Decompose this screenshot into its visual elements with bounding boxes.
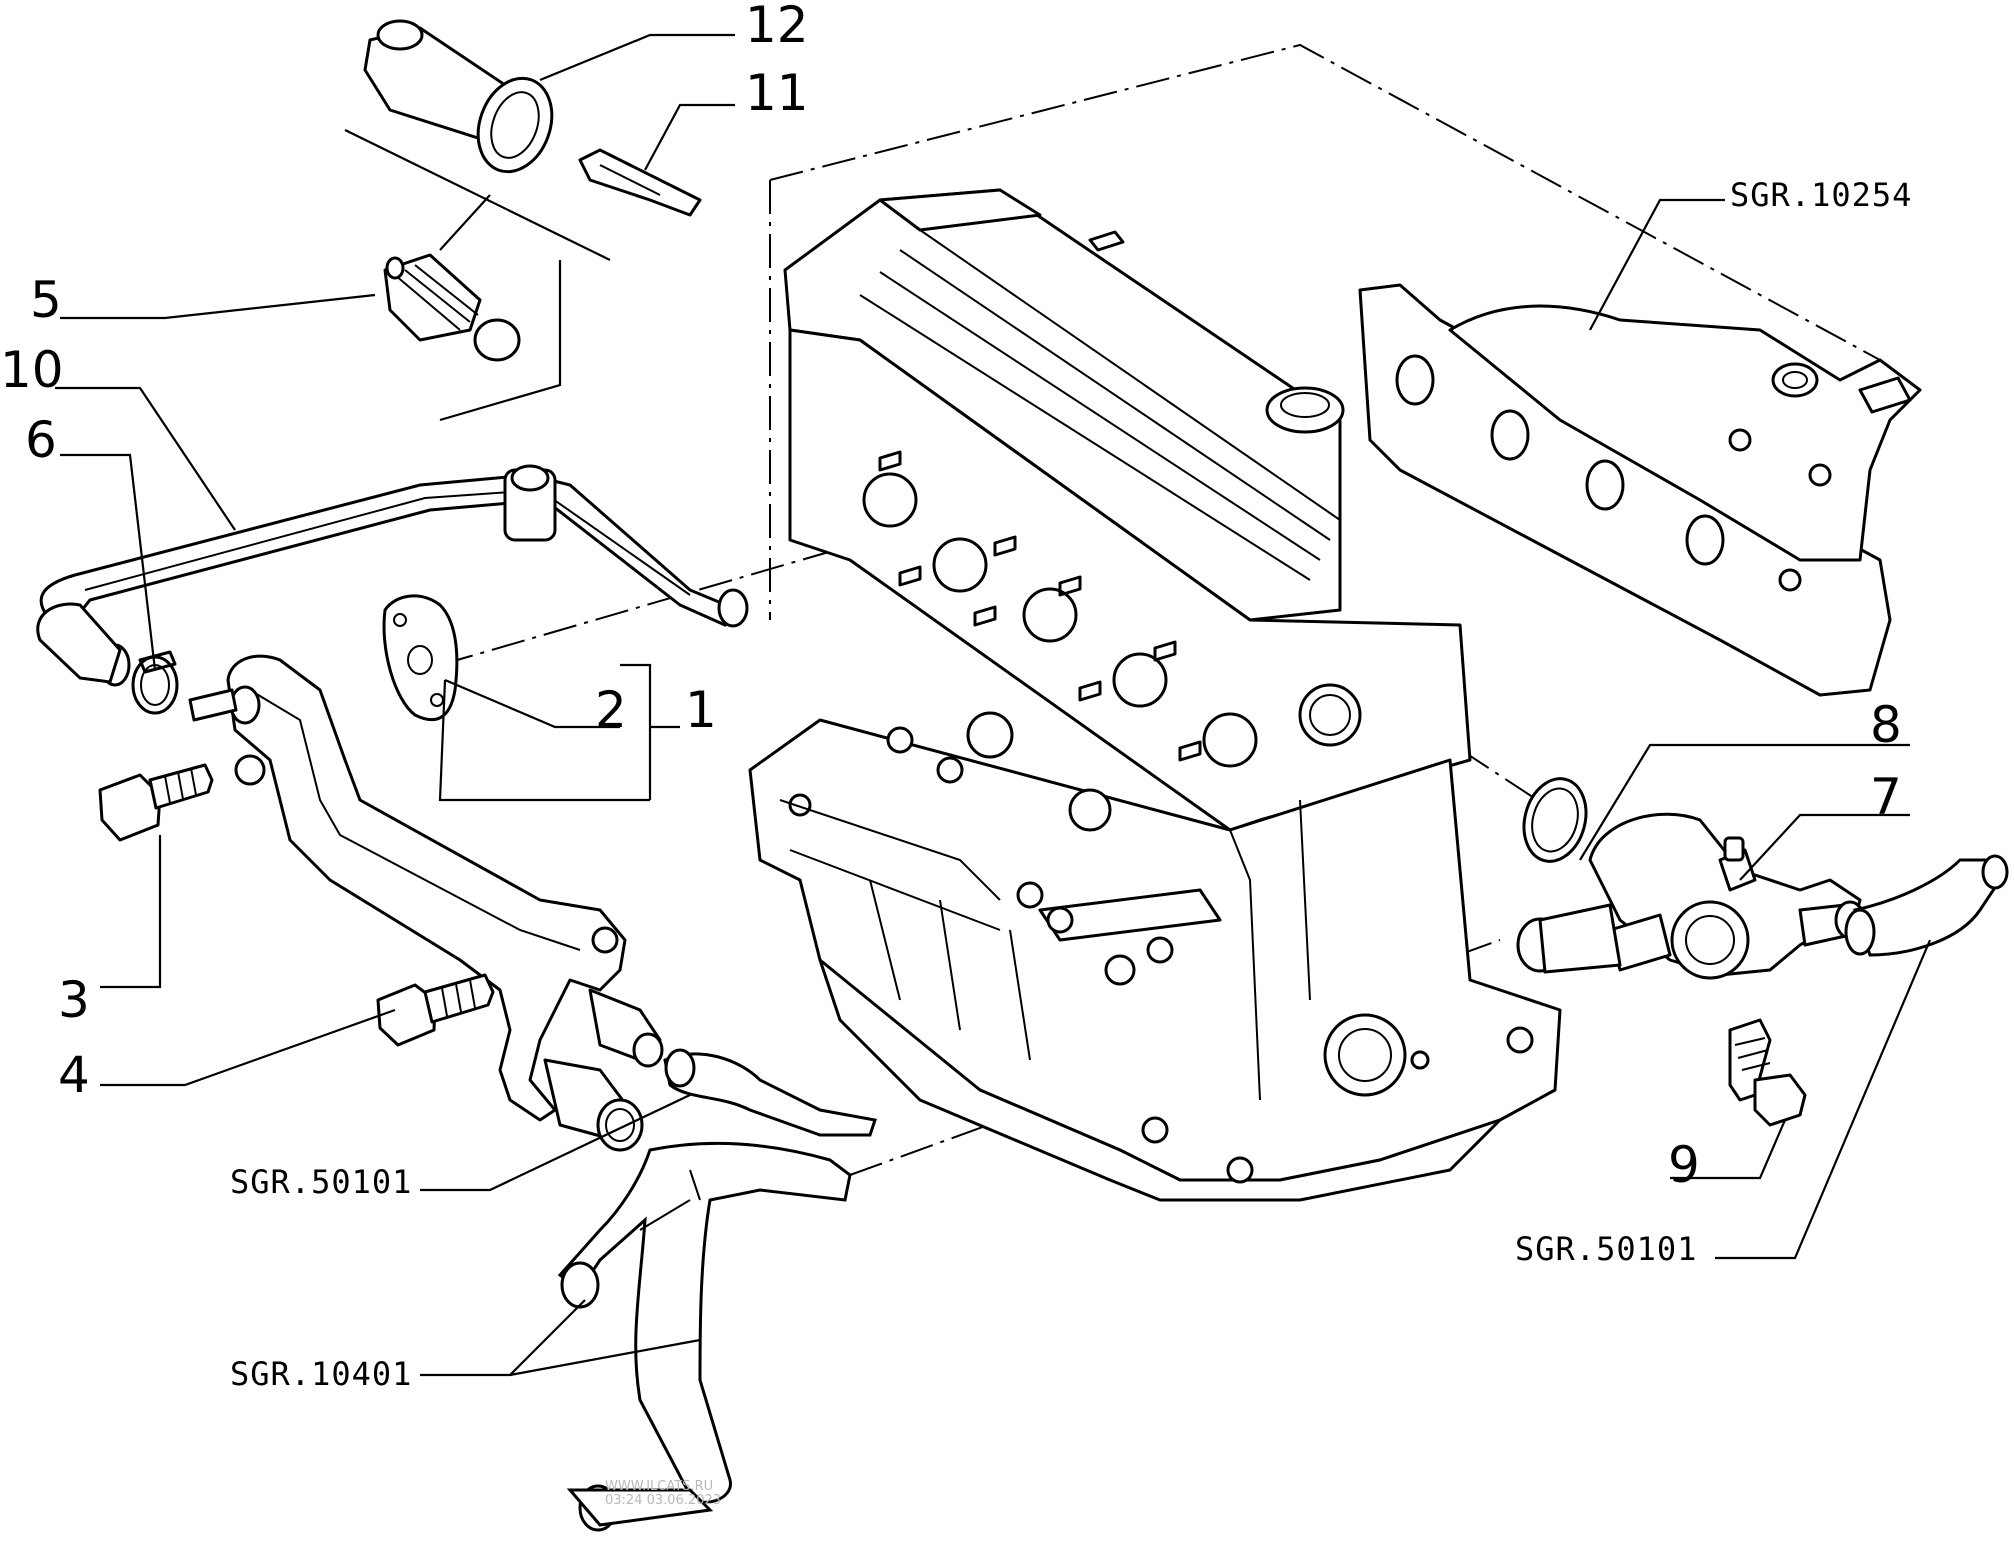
intake-manifold <box>1358 283 1922 697</box>
part-8-oring <box>1522 777 1588 863</box>
part-5-sensor <box>383 253 521 362</box>
callout-12: 12 <box>745 0 809 54</box>
watermark-site: WWW.ILCATS.RU <box>605 1479 714 1494</box>
callout-4: 4 <box>58 1046 90 1104</box>
right-hose <box>1844 854 2009 957</box>
part-7-thermostat <box>1516 812 1866 980</box>
callout-1: 1 <box>685 681 717 739</box>
callout-10: 10 <box>0 341 64 399</box>
lower-hose-left <box>663 1048 877 1137</box>
part-1-coolant-pipe <box>188 654 664 1152</box>
part-2-gasket <box>382 594 459 722</box>
callout-11: 11 <box>745 64 809 122</box>
callout-6: 6 <box>25 411 57 469</box>
callout-9: 9 <box>1668 1136 1700 1194</box>
callout-7: 7 <box>1870 768 1902 826</box>
callout-8: 8 <box>1870 696 1902 754</box>
callout-5: 5 <box>30 271 62 329</box>
leader-lines <box>55 33 1932 1377</box>
part-10-pipe <box>36 464 749 687</box>
ref-intake-manifold: SGR.10254 <box>1730 176 1913 214</box>
part-4-bolt <box>376 973 495 1047</box>
watermark-timestamp: 03:24 03.06.2023 <box>605 1493 722 1508</box>
callout-2: 2 <box>595 681 627 739</box>
engine-block <box>748 188 1562 1202</box>
callout-3: 3 <box>58 971 90 1029</box>
part-12-elbow <box>363 19 554 174</box>
part-3-bolt <box>98 763 214 842</box>
part-11-clip <box>578 148 702 217</box>
part-9-bolt <box>1728 1018 1807 1127</box>
ref-radiator-hose: SGR.10401 <box>230 1355 413 1393</box>
ref-hose-lower-left: SGR.50101 <box>230 1163 413 1201</box>
ref-hose-right: SGR.50101 <box>1515 1230 1698 1268</box>
radiator-hose <box>557 1141 852 1532</box>
part-6-clamp <box>131 650 179 715</box>
